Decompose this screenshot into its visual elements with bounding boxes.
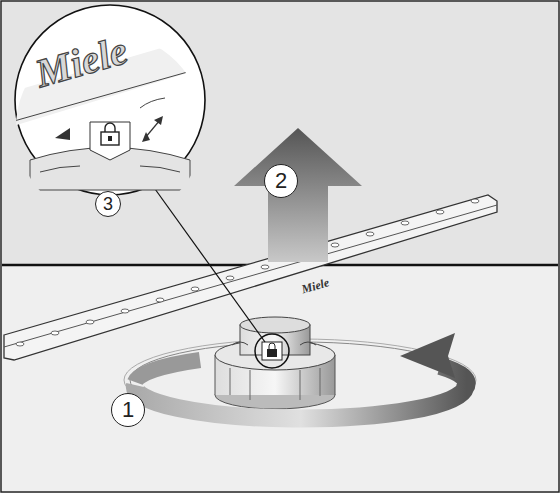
nozzle (471, 199, 479, 203)
nozzle (226, 276, 234, 280)
callout-circle: 1 (111, 393, 145, 427)
nozzle (261, 265, 269, 269)
nozzle (331, 243, 339, 247)
nozzle (51, 331, 59, 335)
nozzle (436, 210, 444, 214)
callout-number: 2 (275, 170, 287, 192)
nozzle (191, 287, 199, 291)
nozzle (156, 298, 164, 302)
callout-circle: 2 (264, 164, 298, 198)
nozzle (16, 342, 24, 346)
nozzle (86, 320, 94, 324)
callout-number: 1 (122, 399, 134, 421)
nozzle (401, 221, 409, 225)
callout-number: 3 (103, 195, 113, 213)
nozzle (121, 309, 129, 313)
nozzle (366, 232, 374, 236)
